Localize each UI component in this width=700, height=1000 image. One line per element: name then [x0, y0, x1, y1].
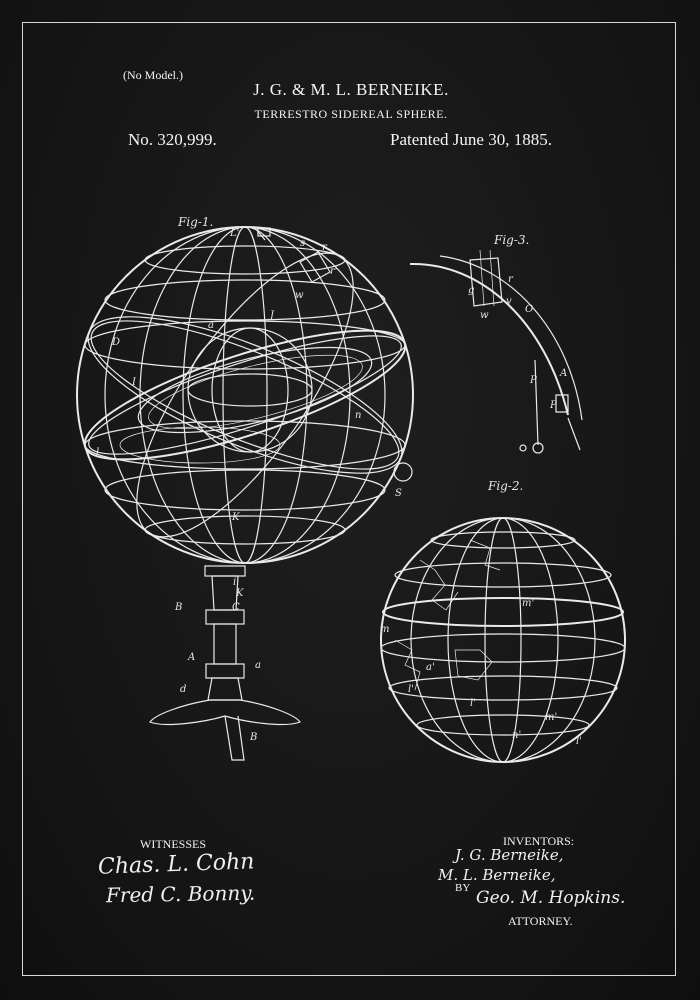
- border-frame: [22, 22, 676, 976]
- svg-text:A: A: [559, 368, 567, 379]
- svg-text:n': n': [512, 730, 521, 741]
- attorney-label: ATTORNEY.: [508, 914, 573, 928]
- svg-text:a': a': [426, 662, 435, 673]
- fig2-celestial-globe: Fig-2. m' m' a' l' n' l' m l': [380, 479, 626, 763]
- svg-text:a: a: [208, 320, 214, 331]
- svg-text:K: K: [231, 512, 240, 523]
- svg-text:K: K: [235, 588, 244, 599]
- svg-text:a: a: [255, 660, 261, 671]
- attorney-signature: Geo. M. Hopkins.: [476, 888, 626, 908]
- by-label: BY: [455, 882, 471, 894]
- fig3-label: Fig-3.: [493, 233, 529, 247]
- inventors-label: INVENTORS:: [503, 834, 575, 848]
- svg-text:l': l': [408, 684, 414, 695]
- svg-text:w: w: [295, 290, 304, 301]
- fig2-label: Fig-2.: [487, 479, 523, 493]
- inventor-signature-2: M. L. Berneike,: [438, 866, 556, 884]
- svg-text:m: m: [380, 624, 389, 635]
- svg-text:r: r: [322, 242, 328, 253]
- svg-text:i: i: [233, 577, 236, 588]
- svg-text:l': l': [576, 736, 582, 747]
- patent-title: TERRESTRO SIDEREAL SPHERE.: [254, 107, 448, 121]
- inventors-heading: J. G. & M. L. BERNEIKE.: [253, 80, 449, 99]
- svg-text:r: r: [508, 274, 514, 285]
- svg-text:L': L': [229, 228, 239, 239]
- fig3-arc-detail: Fig-3. rvO P P A g w: [409, 233, 583, 454]
- patent-date: Patented June 30, 1885.: [390, 130, 552, 149]
- svg-text:s: s: [300, 238, 305, 249]
- svg-text:B: B: [249, 732, 257, 743]
- witnesses-label: WITNESSES: [140, 837, 206, 851]
- inventor-signature-1: J. G. Berneike,: [455, 846, 564, 864]
- svg-text:r': r': [330, 266, 338, 277]
- svg-text:O: O: [525, 304, 533, 315]
- svg-text:D: D: [111, 337, 120, 348]
- fig1-label: Fig-1.: [177, 215, 213, 229]
- svg-text:I: I: [131, 377, 137, 388]
- svg-text:d: d: [180, 684, 186, 695]
- model-note: (No Model.): [123, 68, 183, 82]
- svg-text:J: J: [268, 310, 275, 321]
- svg-text:l: l: [96, 447, 99, 458]
- svg-text:P: P: [549, 400, 557, 411]
- patent-number: No. 320,999.: [128, 130, 217, 149]
- svg-text:A: A: [187, 652, 195, 663]
- svg-text:l': l': [470, 698, 476, 709]
- svg-text:S: S: [395, 488, 402, 499]
- svg-text:m': m': [522, 598, 534, 609]
- svg-text:P: P: [529, 375, 537, 386]
- witness-signature-2: Fred C. Bonny.: [105, 880, 256, 908]
- svg-text:B: B: [174, 602, 182, 613]
- svg-text:m': m': [545, 712, 557, 723]
- svg-text:w: w: [480, 310, 489, 321]
- svg-text:v: v: [506, 296, 512, 307]
- svg-text:n: n: [355, 410, 361, 421]
- svg-text:g: g: [468, 285, 474, 296]
- svg-text:C: C: [232, 602, 240, 613]
